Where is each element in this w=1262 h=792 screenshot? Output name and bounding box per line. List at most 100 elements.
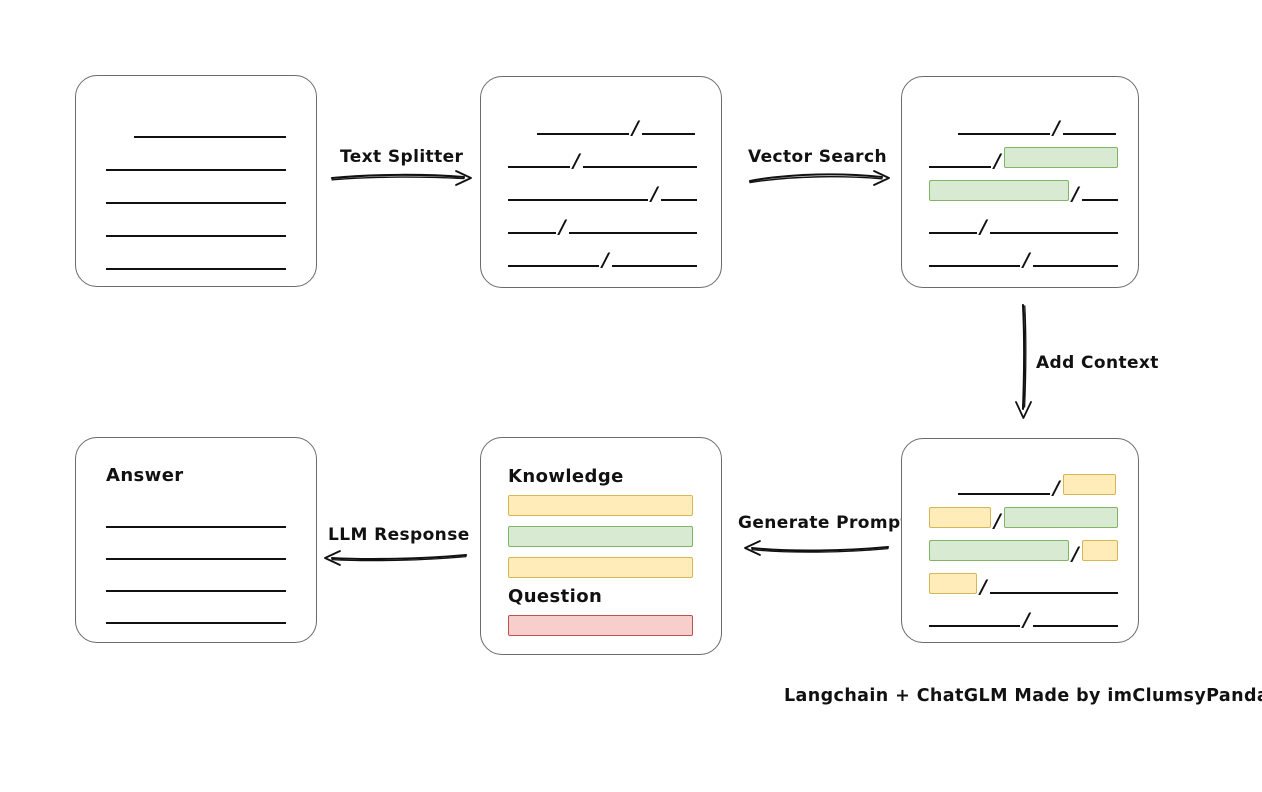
document-line — [106, 506, 286, 528]
text-line-segment — [929, 625, 1020, 627]
text-line-segment — [929, 166, 991, 168]
edge-label-add-context: Add Context — [1036, 353, 1159, 373]
document-chunk-row: / — [929, 146, 1118, 172]
edge-label-text-splitter: Text Splitter — [340, 147, 464, 167]
document-chunk-row: / — [929, 245, 1118, 271]
text-line-segment — [106, 235, 286, 237]
text-line-segment — [1081, 199, 1118, 201]
highlight-chip-yellow — [508, 557, 693, 578]
text-line-segment — [106, 622, 286, 624]
segment-separator: / — [1072, 543, 1079, 565]
document-chunk-row: / — [508, 245, 697, 271]
text-line-segment — [106, 202, 286, 204]
answer-lines — [76, 438, 316, 642]
segment-separator: / — [980, 216, 987, 238]
document-chunk-row: / — [537, 113, 695, 139]
segment-separator: / — [1053, 117, 1060, 139]
segment-separator: / — [573, 150, 580, 172]
document-line — [106, 182, 286, 204]
edge-arrow-vector-search — [748, 170, 890, 186]
edge-arrow-llm-response — [324, 550, 468, 566]
matched-document-rows: / / / / / — [902, 77, 1138, 287]
text-line-segment — [641, 133, 695, 135]
highlight-chip-green — [508, 526, 693, 547]
edge-label-generate-prompt: Generate Prompt — [738, 513, 910, 533]
document-line — [106, 215, 286, 237]
segment-separator: / — [980, 576, 987, 598]
edge-label-vector-search: Vector Search — [748, 147, 887, 167]
highlight-chip-green — [1003, 507, 1118, 528]
document-chunk-row: / — [508, 146, 697, 172]
document-line — [106, 248, 286, 270]
text-line-segment — [1032, 265, 1118, 267]
text-line-segment — [508, 166, 570, 168]
segment-separator: / — [632, 117, 639, 139]
node-matched-document[interactable]: / / / / / — [901, 76, 1139, 288]
text-line-segment — [106, 268, 286, 270]
text-line-segment — [611, 265, 697, 267]
node-prompt[interactable]: Knowledge Question — [480, 437, 722, 655]
highlight-chip-yellow — [929, 573, 977, 594]
text-line-segment — [106, 590, 286, 592]
segment-separator: / — [1023, 249, 1030, 271]
edge-arrow-generate-prompt — [744, 540, 890, 556]
highlight-chip-red — [508, 615, 693, 636]
context-document-rows: / / / / / — [902, 439, 1138, 642]
text-line-segment — [134, 136, 286, 138]
document-line — [106, 538, 286, 560]
prompt-question-label: Question — [508, 586, 603, 607]
segment-separator: / — [559, 216, 566, 238]
highlight-chip-green — [929, 540, 1069, 561]
text-line-segment — [568, 232, 697, 234]
edge-arrow-text-splitter — [330, 170, 472, 186]
text-line-segment — [106, 558, 286, 560]
document-chunk-row: / — [929, 179, 1118, 204]
node-answer[interactable]: Answer — [75, 437, 317, 643]
highlight-chip-green — [1003, 147, 1118, 168]
text-line-segment — [989, 232, 1118, 234]
highlight-chip-yellow — [1062, 474, 1116, 495]
text-line-segment — [106, 169, 286, 171]
segment-separator: / — [994, 150, 1001, 172]
text-line-segment — [989, 592, 1118, 594]
segment-separator: / — [994, 510, 1001, 532]
document-chunk-row: / — [929, 572, 1118, 598]
text-line-segment — [929, 265, 1020, 267]
document-chunk-row: / — [929, 605, 1118, 631]
document-chunk-row: / — [508, 179, 697, 204]
document-chunk-row: / — [929, 539, 1118, 565]
prompt-knowledge-label: Knowledge — [508, 466, 624, 487]
diagram-footer-credit: Langchain + ChatGLM Made by imClumsyPand… — [784, 686, 1262, 706]
highlight-chip-yellow — [929, 507, 991, 528]
document-line — [106, 149, 286, 171]
document-chunk-row: / — [958, 473, 1116, 498]
text-line-segment — [1062, 133, 1116, 135]
edge-arrow-add-context — [1015, 303, 1032, 419]
document-line — [106, 602, 286, 624]
split-document-rows: / / / / / — [481, 77, 721, 287]
document-chunk-row: / — [508, 212, 697, 238]
document-chunk-row: / — [929, 212, 1118, 238]
text-line-segment — [660, 199, 697, 201]
text-line-segment — [508, 199, 648, 201]
segment-separator: / — [1023, 609, 1030, 631]
text-line-segment — [106, 526, 286, 528]
node-context-document[interactable]: / / / / / — [901, 438, 1139, 643]
document-chunk-row: / — [958, 113, 1116, 139]
highlight-chip-yellow — [508, 495, 693, 516]
answer-title: Answer — [106, 465, 184, 486]
text-line-segment — [582, 166, 697, 168]
node-split-document[interactable]: / / / / / — [480, 76, 722, 288]
text-line-segment — [929, 232, 977, 234]
text-line-segment — [508, 232, 556, 234]
node-source-document[interactable] — [75, 75, 317, 287]
document-line — [106, 570, 286, 592]
text-line-segment — [958, 493, 1050, 495]
text-line-segment — [537, 133, 629, 135]
segment-separator: / — [602, 249, 609, 271]
text-line-segment — [508, 265, 599, 267]
highlight-chip-yellow — [1081, 540, 1118, 561]
document-line — [134, 116, 286, 138]
edge-label-llm-response: LLM Response — [328, 525, 470, 545]
